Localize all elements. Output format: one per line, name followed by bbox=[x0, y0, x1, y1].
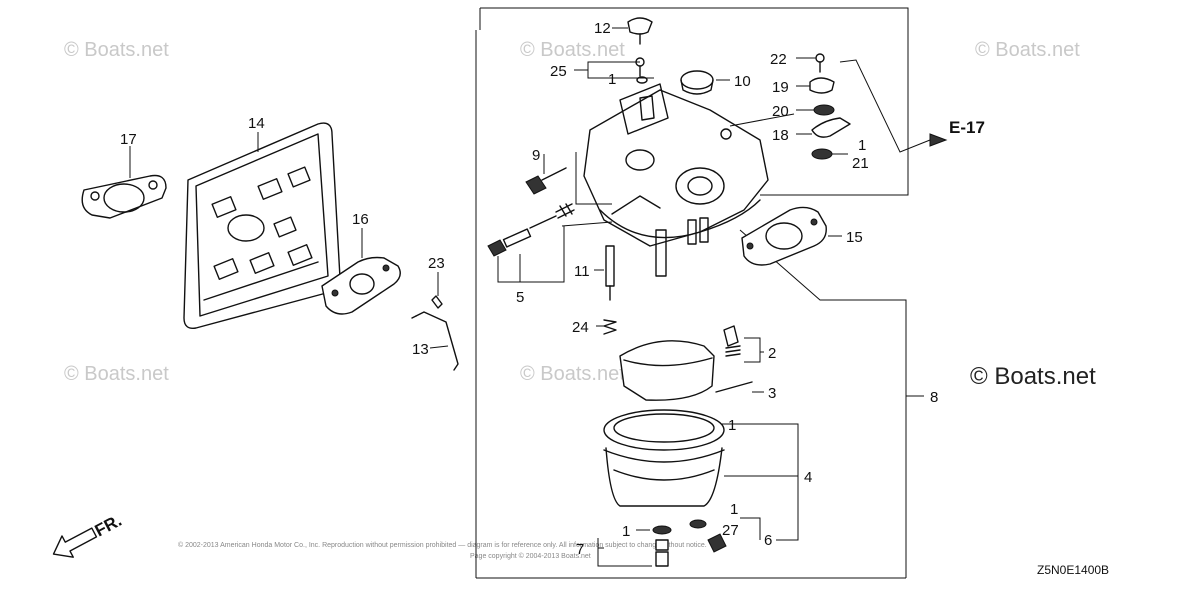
front-arrow: FR. bbox=[52, 511, 125, 558]
copyright-strip: © 2002-2013 American Honda Motor Co., In… bbox=[178, 541, 707, 549]
part-21-oring bbox=[811, 148, 833, 160]
part-12-cap bbox=[627, 17, 653, 45]
part-20-washer bbox=[813, 104, 835, 116]
callout-5: 5 bbox=[516, 289, 524, 306]
part-18-arm bbox=[811, 117, 851, 138]
watermark-top-left: © Boats.net bbox=[64, 39, 169, 61]
callout-21: 21 bbox=[852, 155, 869, 172]
part-2-float-needle bbox=[723, 325, 741, 357]
callout-6: 6 bbox=[764, 532, 772, 549]
leader-lines bbox=[129, 27, 931, 567]
part-16-gasket bbox=[321, 256, 401, 315]
callout-1-bolt: 1 bbox=[622, 523, 630, 540]
callout-24: 24 bbox=[572, 319, 589, 336]
part-17-gasket bbox=[81, 174, 167, 219]
callout-labels: 12 25 1 10 22 19 20 18 1 21 9 11 5 24 2 … bbox=[120, 20, 938, 558]
callout-1-drain: 1 bbox=[730, 501, 738, 518]
watermark-right: © Boats.net bbox=[970, 363, 1096, 390]
watermark-mid-center: © Boats.net bbox=[520, 363, 625, 385]
callout-23: 23 bbox=[428, 255, 445, 272]
assembly-frame bbox=[475, 7, 909, 579]
part-4-float-bowl bbox=[603, 409, 725, 507]
callout-14: 14 bbox=[248, 115, 265, 132]
callout-4: 4 bbox=[804, 469, 812, 486]
callout-1-right: 1 bbox=[858, 137, 866, 154]
watermarks: © Boats.net © Boats.net © Boats.net © Bo… bbox=[64, 39, 1096, 560]
part-15-gasket bbox=[741, 206, 827, 266]
copyright-strip-2: Page copyright © 2004-2013 Boats.net bbox=[470, 552, 591, 560]
part-23-clip bbox=[431, 295, 443, 309]
part-3-float-pin bbox=[715, 381, 753, 393]
carburetor-body bbox=[583, 83, 769, 277]
reference-label: E-17 bbox=[949, 118, 985, 137]
callout-27: 27 bbox=[722, 522, 739, 539]
callout-25: 25 bbox=[550, 63, 567, 80]
diagram-code: Z5N0E1400B bbox=[1037, 563, 1109, 577]
part-25-screw bbox=[635, 57, 645, 77]
callout-2: 2 bbox=[768, 345, 776, 362]
part-13-choke-rod bbox=[411, 311, 459, 371]
float bbox=[619, 340, 715, 401]
watermark-top-right: © Boats.net bbox=[975, 39, 1080, 61]
watermark-top-center: © Boats.net bbox=[520, 39, 625, 61]
callout-3: 3 bbox=[768, 385, 776, 402]
part-7-bolt bbox=[652, 525, 672, 567]
part-27-screw bbox=[689, 519, 727, 553]
callout-1-bowl: 1 bbox=[728, 417, 736, 434]
part-22-screw bbox=[815, 53, 825, 73]
callout-18: 18 bbox=[772, 127, 789, 144]
callout-19: 19 bbox=[772, 79, 789, 96]
callout-11: 11 bbox=[574, 263, 590, 280]
callout-17: 17 bbox=[120, 131, 137, 148]
part-9-screw bbox=[525, 167, 567, 195]
part-19-lever bbox=[809, 77, 835, 94]
callout-8: 8 bbox=[930, 389, 938, 406]
callout-13: 13 bbox=[412, 341, 429, 358]
callout-9: 9 bbox=[532, 147, 540, 164]
part-11-bolt bbox=[605, 245, 615, 301]
part-1-oring-top bbox=[636, 76, 648, 84]
callout-16: 16 bbox=[352, 211, 369, 228]
callout-15: 15 bbox=[846, 229, 863, 246]
callout-12: 12 bbox=[594, 20, 611, 37]
part-10-plug bbox=[680, 70, 714, 95]
part-14-insulator-plate bbox=[183, 122, 341, 329]
callout-10: 10 bbox=[734, 73, 751, 90]
callout-1-top: 1 bbox=[608, 71, 616, 88]
callout-7: 7 bbox=[576, 541, 584, 558]
callout-20: 20 bbox=[772, 103, 789, 120]
callout-22: 22 bbox=[770, 51, 787, 68]
reference-arrow: E-17 bbox=[929, 118, 985, 147]
part-5-pilot-screw bbox=[487, 203, 575, 257]
part-24-spring bbox=[603, 319, 617, 335]
watermark-mid-left: © Boats.net bbox=[64, 363, 169, 385]
